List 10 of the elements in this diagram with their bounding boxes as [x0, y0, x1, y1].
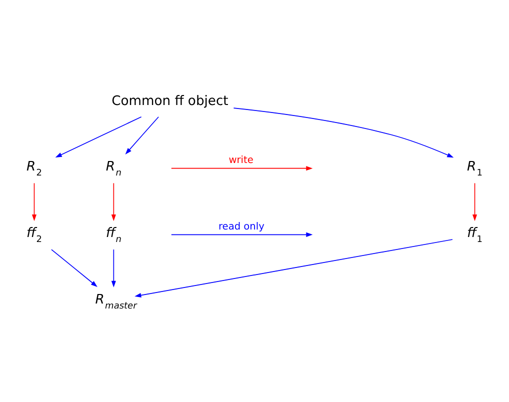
node-text: ff$_{2}$: [26, 225, 42, 244]
node-text: Common ff object: [112, 94, 228, 109]
node-text: R$_{n}$: [106, 159, 122, 178]
node-text: ff$_{n}$: [106, 225, 122, 244]
node-text: R$_{master}$: [95, 292, 137, 311]
legend-label: read only: [218, 220, 264, 232]
node-text: R$_{2}$: [26, 159, 42, 178]
node-text: ff$_{1}$: [466, 225, 483, 244]
legend-label: write: [228, 154, 254, 166]
node-text: R$_{1}$: [466, 159, 483, 178]
